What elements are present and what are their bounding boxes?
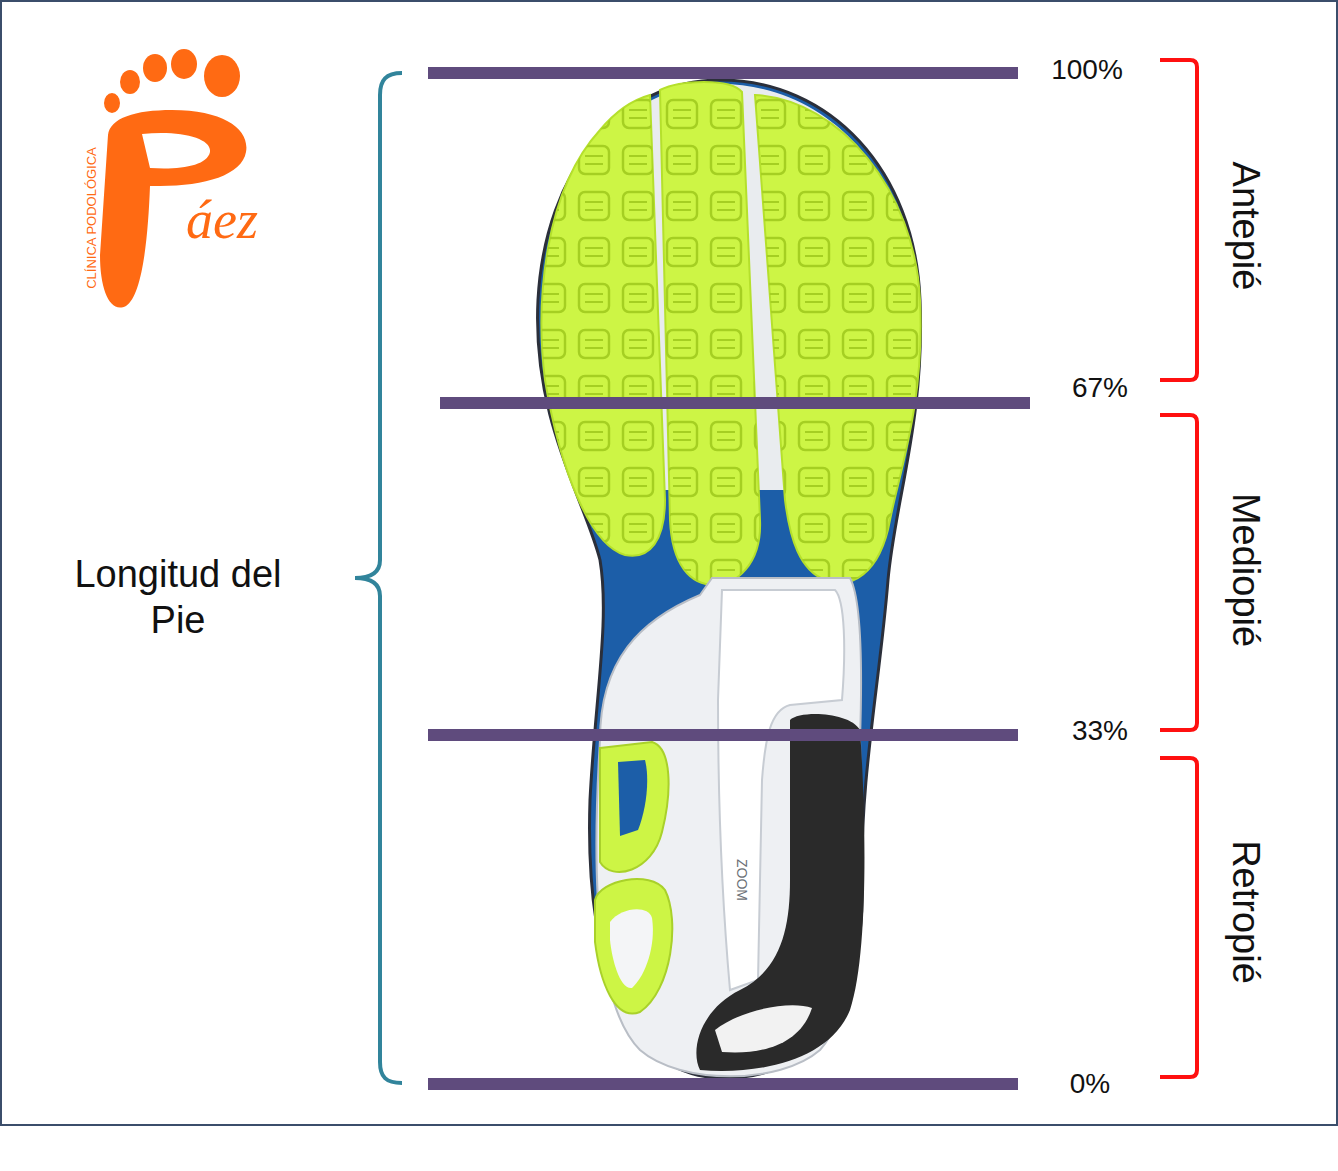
section-bracket	[1160, 415, 1197, 730]
percent-label: 0%	[1070, 1067, 1110, 1101]
heel-window	[610, 909, 653, 988]
logo-caption: CLÍNICA PODOLÓGICA	[84, 147, 100, 289]
level-line	[428, 1078, 1018, 1090]
forefoot-pad	[660, 82, 760, 585]
percent-label: 33%	[1072, 714, 1128, 748]
heel-lug	[600, 742, 669, 872]
level-line	[428, 67, 1018, 79]
section-bracket	[1160, 60, 1197, 380]
pad-pattern	[542, 95, 665, 556]
frame	[1, 1, 1337, 1125]
section-label: Antepié	[1222, 162, 1268, 291]
logo-toe	[204, 55, 240, 97]
pad-pattern	[755, 95, 921, 583]
heel-pad	[696, 714, 864, 1071]
forefoot-pad	[755, 95, 921, 583]
logo-wordmark: áez	[186, 188, 258, 253]
shoe-sole	[538, 80, 921, 1078]
heel-window	[715, 1005, 812, 1052]
forefoot-pad	[542, 95, 665, 556]
logo-toe	[171, 49, 197, 79]
percent-label: 67%	[1072, 371, 1128, 405]
heel-lug	[595, 879, 672, 1013]
section-brackets	[1160, 60, 1197, 1077]
heel-window	[618, 760, 647, 836]
brand-print: ZOOM	[734, 859, 751, 901]
level-lines	[428, 73, 1030, 1084]
logo-toe	[143, 54, 167, 82]
level-line	[428, 729, 1018, 741]
section-label: Retropié	[1222, 840, 1268, 984]
level-line	[440, 397, 1030, 409]
logo-toe	[120, 70, 140, 94]
logo	[100, 49, 246, 308]
sole-outline	[538, 80, 921, 1078]
pad-pattern	[660, 82, 760, 585]
section-label: Mediopié	[1222, 493, 1268, 647]
length-brace	[355, 73, 402, 1083]
axis-label: Longitud del Pie	[53, 552, 303, 643]
section-bracket	[1160, 758, 1197, 1077]
logo-toe	[104, 93, 120, 113]
percent-label: 100%	[1051, 53, 1123, 87]
